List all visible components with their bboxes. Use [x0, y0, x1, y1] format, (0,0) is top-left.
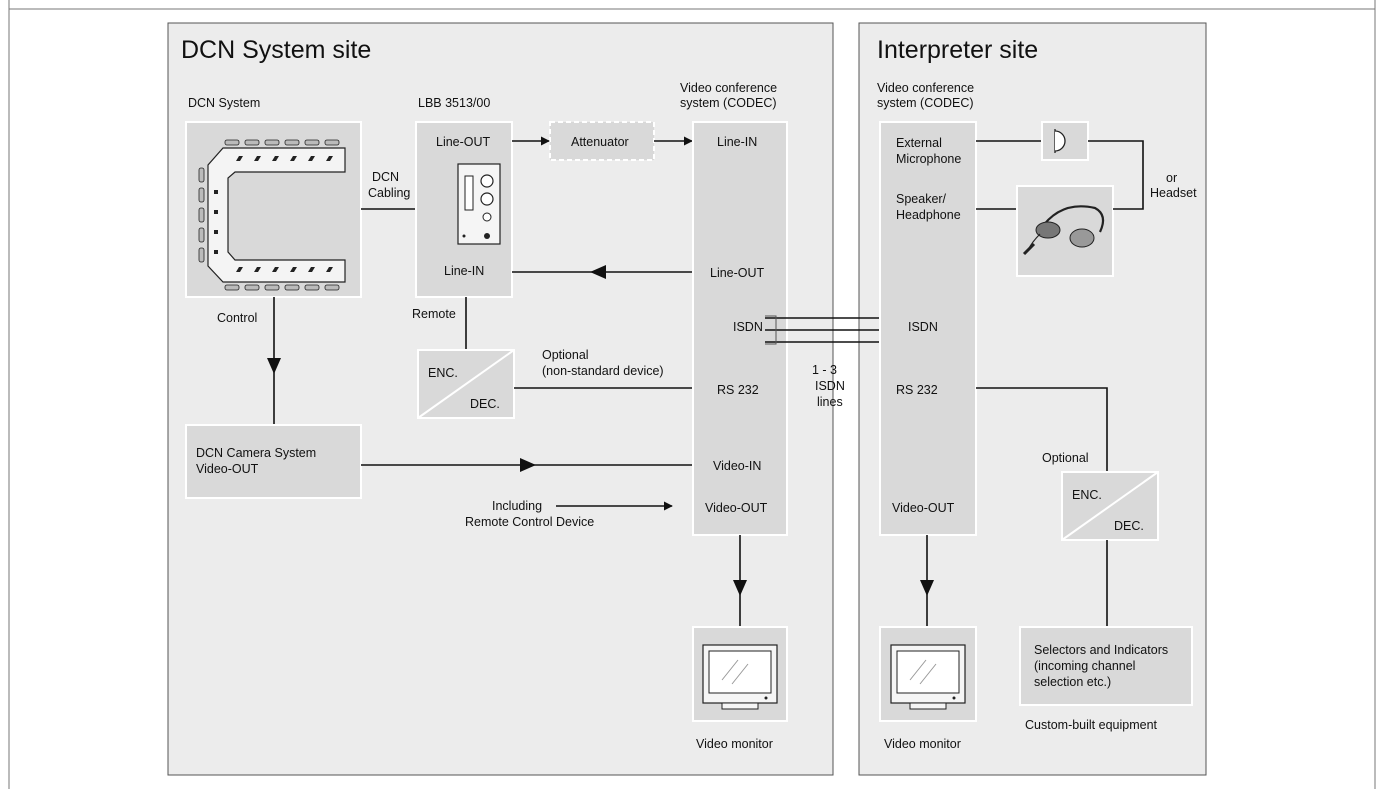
- attenuator-label: Attenuator: [571, 135, 629, 149]
- dcn-camera-system-box: [185, 424, 362, 499]
- isdn-lines-label-1: 1 - 3: [812, 363, 837, 377]
- remote-label: Remote: [412, 307, 456, 321]
- left-monitor-icon: [702, 644, 778, 710]
- conference-table-icon: [198, 139, 346, 291]
- isdn-lines: [765, 317, 885, 343]
- or-label: or: [1166, 171, 1177, 185]
- dcn-cabling-label-1: DCN: [372, 170, 399, 184]
- lbb-line-in: Line-IN: [444, 264, 484, 278]
- isdn-lines-label-3: lines: [817, 395, 843, 409]
- or-headset-bracket: [1088, 140, 1144, 210]
- microphone-icon: [1054, 129, 1066, 153]
- custom-built-label: Custom-built equipment: [1025, 718, 1158, 732]
- left-codec-line-out: Line-OUT: [710, 266, 765, 280]
- left-codec-label-2: system (CODEC): [680, 96, 777, 110]
- selectors-label-3: selection etc.): [1034, 675, 1111, 689]
- right-codec-isdn: ISDN: [908, 320, 938, 334]
- isdn-lines-label-2: ISDN: [815, 379, 845, 393]
- including-label-1: Including: [492, 499, 542, 513]
- selectors-label-1: Selectors and Indicators: [1034, 643, 1168, 657]
- camera-to-codec-arrow: [520, 458, 536, 472]
- left-codec-box: [692, 121, 788, 536]
- right-monitor-icon: [890, 644, 966, 710]
- right-enc-label: ENC.: [1072, 488, 1102, 502]
- left-codec-label-1: Video conference: [680, 81, 777, 95]
- right-codec-rs232: RS 232: [896, 383, 938, 397]
- rs232-to-enc-wire: [976, 387, 1108, 472]
- camera-label-1: DCN Camera System: [196, 446, 316, 460]
- headphone-icon: [1022, 205, 1105, 256]
- left-video-monitor-label: Video monitor: [696, 737, 773, 751]
- headset-label: Headset: [1150, 186, 1197, 200]
- right-codec-box: [879, 121, 977, 536]
- right-enc-dec-divider: [1061, 471, 1159, 541]
- left-isdn-bracket: [765, 315, 777, 345]
- left-codec-video-in: Video-IN: [713, 459, 761, 473]
- external-mic-label-1: External: [896, 136, 942, 150]
- lbb-line-out: Line-OUT: [436, 135, 491, 149]
- control-label: Control: [217, 311, 257, 325]
- optional-label-1: Optional: [542, 348, 589, 362]
- interface-panel-icon: [457, 163, 501, 245]
- camera-label-2: Video-OUT: [196, 462, 259, 476]
- left-codec-rs232: RS 232: [717, 383, 759, 397]
- right-codec-label-1: Video conference: [877, 81, 974, 95]
- right-optional-label: Optional: [1042, 451, 1089, 465]
- selectors-label-2: (incoming channel: [1034, 659, 1135, 673]
- left-codec-isdn: ISDN: [733, 320, 763, 334]
- right-monitor-arrow: [920, 580, 934, 596]
- left-codec-line-in: Line-IN: [717, 135, 757, 149]
- dcn-cabling-label-2: Cabling: [368, 186, 410, 200]
- optional-label-2: (non-standard device): [542, 364, 664, 378]
- left-codec-video-out: Video-OUT: [705, 501, 768, 515]
- speaker-label-2: Headphone: [896, 208, 961, 222]
- right-codec-label-2: system (CODEC): [877, 96, 974, 110]
- headphone-box: [1016, 185, 1114, 277]
- right-dec-label: DEC.: [1114, 519, 1144, 533]
- control-arrow: [267, 358, 281, 374]
- dcn-site-title: DCN System site: [181, 36, 371, 64]
- left-dec-label: DEC.: [470, 397, 500, 411]
- dcn-system-label: DCN System: [188, 96, 260, 110]
- codec-to-lbb-arrow: [590, 265, 606, 279]
- speaker-label-1: Speaker/: [896, 192, 947, 206]
- attenuator-box: [549, 121, 655, 161]
- selectors-indicators-box: [1019, 626, 1193, 706]
- interpreter-site-title: Interpreter site: [877, 36, 1038, 64]
- left-enc-label: ENC.: [428, 366, 458, 380]
- right-codec-video-out: Video-OUT: [892, 501, 955, 515]
- right-video-monitor-label: Video monitor: [884, 737, 961, 751]
- left-enc-dec-divider: [417, 349, 515, 419]
- left-monitor-arrow: [733, 580, 747, 596]
- including-label-2: Remote Control Device: [465, 515, 594, 529]
- external-mic-label-2: Microphone: [896, 152, 961, 166]
- lbb-label: LBB 3513/00: [418, 96, 490, 110]
